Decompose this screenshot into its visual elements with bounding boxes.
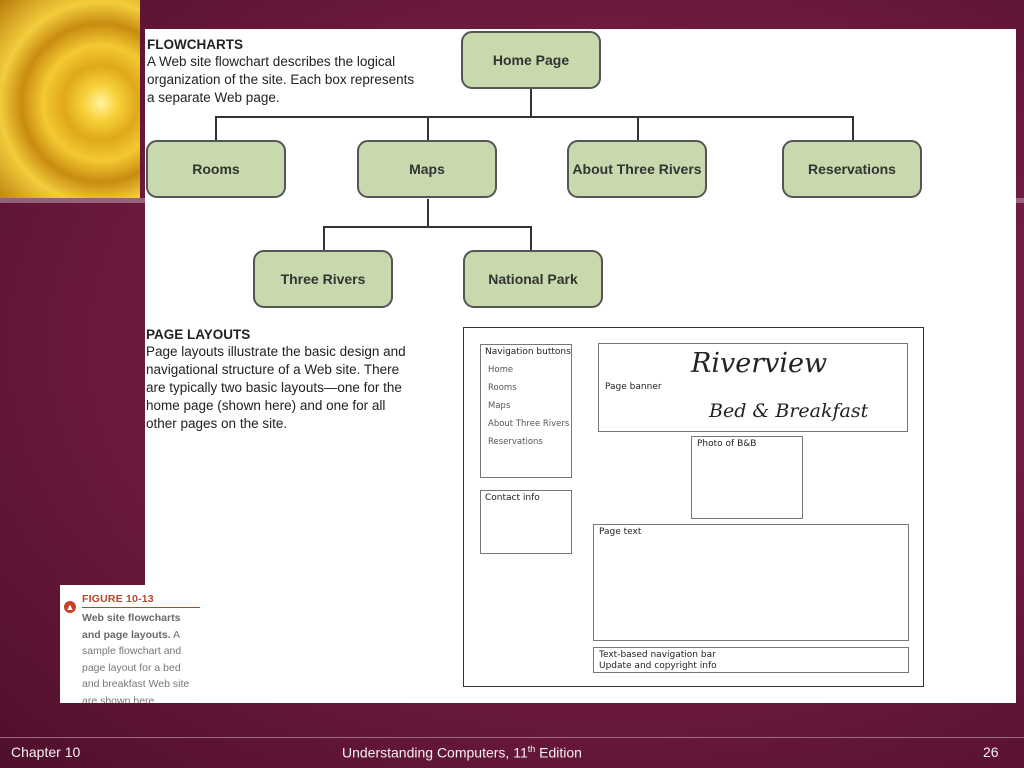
- node-three-rivers: Three Rivers: [253, 250, 393, 308]
- connector-maps: [427, 116, 429, 140]
- flowchart-desc-line: A Web site flowchart describes the logic…: [147, 54, 396, 69]
- connector-level2-bar: [323, 226, 532, 228]
- page-layouts-heading: PAGE LAYOUTS: [146, 327, 251, 342]
- flowchart-heading: FLOWCHARTS: [147, 37, 243, 52]
- mockup-nav-item: About Three Rivers: [488, 419, 570, 429]
- footer-divider: [0, 737, 1024, 738]
- mockup-nav-item: Reservations: [488, 437, 543, 447]
- figure-number: FIGURE 10-13: [82, 593, 154, 605]
- node-home-page: Home Page: [461, 31, 601, 89]
- figure-caption: ▲ FIGURE 10-13 Web site flowcharts and p…: [60, 585, 202, 703]
- mockup-logo-bed-breakfast: Bed & Breakfast: [709, 400, 869, 422]
- connector-home-down: [530, 89, 532, 117]
- mockup-footer-box: Text-based navigation bar Update and cop…: [593, 647, 909, 673]
- node-maps: Maps: [357, 140, 497, 198]
- caption-body-line: and breakfast Web site: [82, 678, 190, 690]
- flowchart-description: A Web site flowchart describes the logic…: [147, 53, 417, 107]
- mockup-nav-item: Maps: [488, 401, 511, 411]
- connector-about: [637, 116, 639, 140]
- caption-rule: [82, 607, 200, 608]
- node-about-three-rivers: About Three Rivers: [567, 140, 707, 198]
- mockup-footer-line1: Text-based navigation bar: [599, 650, 716, 660]
- layout-mockup: Navigation buttons Home Rooms Maps About…: [463, 327, 924, 687]
- figure-badge-icon: ▲: [64, 601, 76, 613]
- mockup-banner-box: Page banner Riverview Bed & Breakfast: [598, 343, 908, 432]
- footer-book-prefix: Understanding Computers, 11: [342, 744, 528, 761]
- caption-body-line: page layout for a bed: [82, 661, 181, 674]
- layouts-desc-line: home page (shown here) and one for all: [146, 398, 386, 413]
- layouts-desc-line: other pages on the site.: [146, 416, 288, 431]
- connector-three-rivers: [323, 226, 325, 250]
- caption-body-line: are shown here.: [82, 694, 158, 704]
- caption-title-line1: Web site flowcharts: [82, 612, 181, 624]
- mockup-nav-item: Rooms: [488, 383, 517, 393]
- caption-title-tail: A: [173, 628, 181, 641]
- mockup-banner-label: Page banner: [605, 382, 662, 392]
- connector-rooms: [215, 116, 217, 140]
- footer-book-sup: th: [527, 744, 536, 754]
- caption-title-line2: and page layouts.: [82, 628, 171, 641]
- connector-maps-down: [427, 199, 429, 227]
- mockup-contact-label: Contact info: [485, 493, 540, 503]
- mockup-nav-title: Navigation buttons: [485, 347, 571, 357]
- connector-reservations: [852, 116, 854, 140]
- connector-national-park: [530, 226, 532, 250]
- layouts-desc-line: Page layouts illustrate the basic design…: [146, 344, 406, 359]
- flowchart-desc-line: a separate Web page.: [147, 90, 280, 105]
- mockup-page-text-label: Page text: [599, 527, 642, 537]
- node-national-park: National Park: [463, 250, 603, 308]
- mockup-nav-box: Navigation buttons Home Rooms Maps About…: [480, 344, 572, 478]
- node-rooms: Rooms: [146, 140, 286, 198]
- caption-text: Web site flowcharts and page layouts. A …: [82, 610, 200, 703]
- caption-body-line: sample flowchart and: [82, 645, 182, 657]
- mockup-page-text-box: Page text: [593, 524, 909, 641]
- mockup-photo-box: Photo of B&B: [691, 436, 803, 519]
- figure-panel: FLOWCHARTS A Web site flowchart describe…: [145, 29, 1016, 703]
- flowchart-desc-line: organization of the site. Each box repre…: [147, 72, 415, 87]
- mockup-photo-label: Photo of B&B: [697, 439, 757, 449]
- layouts-desc-line: navigational structure of a Web site. Th…: [146, 362, 400, 377]
- page-layouts-description: Page layouts illustrate the basic design…: [146, 343, 416, 433]
- footer-page-number: 26: [983, 744, 999, 760]
- footer-chapter: Chapter 10: [11, 744, 81, 760]
- footer-book-title: Understanding Computers, 11th Edition: [342, 744, 582, 761]
- mockup-footer-line2: Update and copyright info: [599, 661, 717, 671]
- layouts-desc-line: are typically two basic layouts—one for …: [146, 380, 402, 395]
- rose-image: [0, 0, 140, 198]
- footer-book-suffix: Edition: [535, 744, 582, 761]
- mockup-contact-box: Contact info: [480, 490, 572, 554]
- node-reservations: Reservations: [782, 140, 922, 198]
- mockup-nav-item: Home: [488, 365, 514, 375]
- connector-level1-bar: [215, 116, 854, 118]
- mockup-logo-riverview: Riverview: [691, 348, 828, 379]
